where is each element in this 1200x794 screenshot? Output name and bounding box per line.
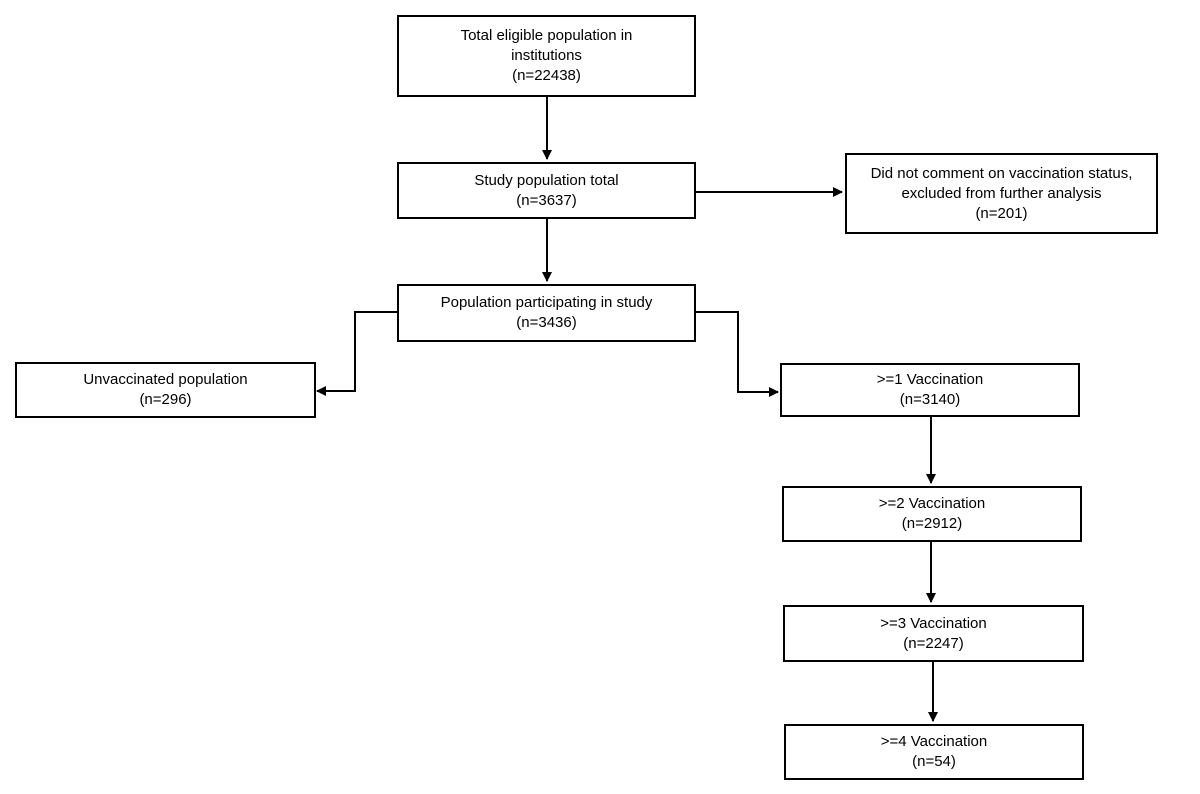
node-study-population-total: Study population total (n=3637): [397, 162, 696, 219]
node-label-line: Unvaccinated population: [83, 371, 248, 388]
node-label-line: Population participating in study: [440, 294, 653, 311]
node-vaccination-3: >=3 Vaccination (n=2247): [783, 605, 1084, 662]
node-count: (n=3436): [516, 314, 577, 331]
node-count: (n=2247): [903, 634, 964, 652]
node-label-line: >=3 Vaccination: [880, 614, 987, 632]
node-count: (n=296): [139, 391, 192, 408]
node-label-line: excluded from further analysis: [901, 184, 1102, 202]
arrow-participating-to-vaccination-1: [695, 311, 779, 397]
node-count: (n=54): [912, 753, 956, 770]
node-label-line: Did not comment on vaccination status,: [870, 164, 1133, 182]
node-count: (n=3140): [899, 391, 961, 408]
node-count: (n=2912): [901, 515, 963, 532]
node-population-participating: Population participating in study (n=343…: [397, 284, 696, 342]
node-vaccination-1: >=1 Vaccination (n=3140): [780, 363, 1080, 417]
node-unvaccinated-population: Unvaccinated population (n=296): [15, 362, 316, 418]
arrow-participating-to-unvaccinated: [316, 311, 398, 396]
node-excluded: Did not comment on vaccination status, e…: [845, 153, 1158, 234]
node-vaccination-4: >=4 Vaccination (n=54): [784, 724, 1084, 780]
node-vaccination-2: >=2 Vaccination (n=2912): [782, 486, 1082, 542]
node-count: (n=22438): [512, 67, 581, 84]
node-count: (n=3637): [516, 191, 577, 209]
node-label-line: >=1 Vaccination: [876, 371, 984, 388]
node-label-line: Study population total: [474, 171, 619, 189]
node-count: (n=201): [975, 204, 1028, 222]
node-label-line: institutions: [511, 47, 582, 64]
node-label-line: Total eligible population in: [460, 27, 633, 44]
node-label-line: >=2 Vaccination: [878, 495, 986, 512]
node-label-line: >=4 Vaccination: [880, 733, 988, 750]
node-total-eligible-population: Total eligible population in institution…: [397, 15, 696, 97]
